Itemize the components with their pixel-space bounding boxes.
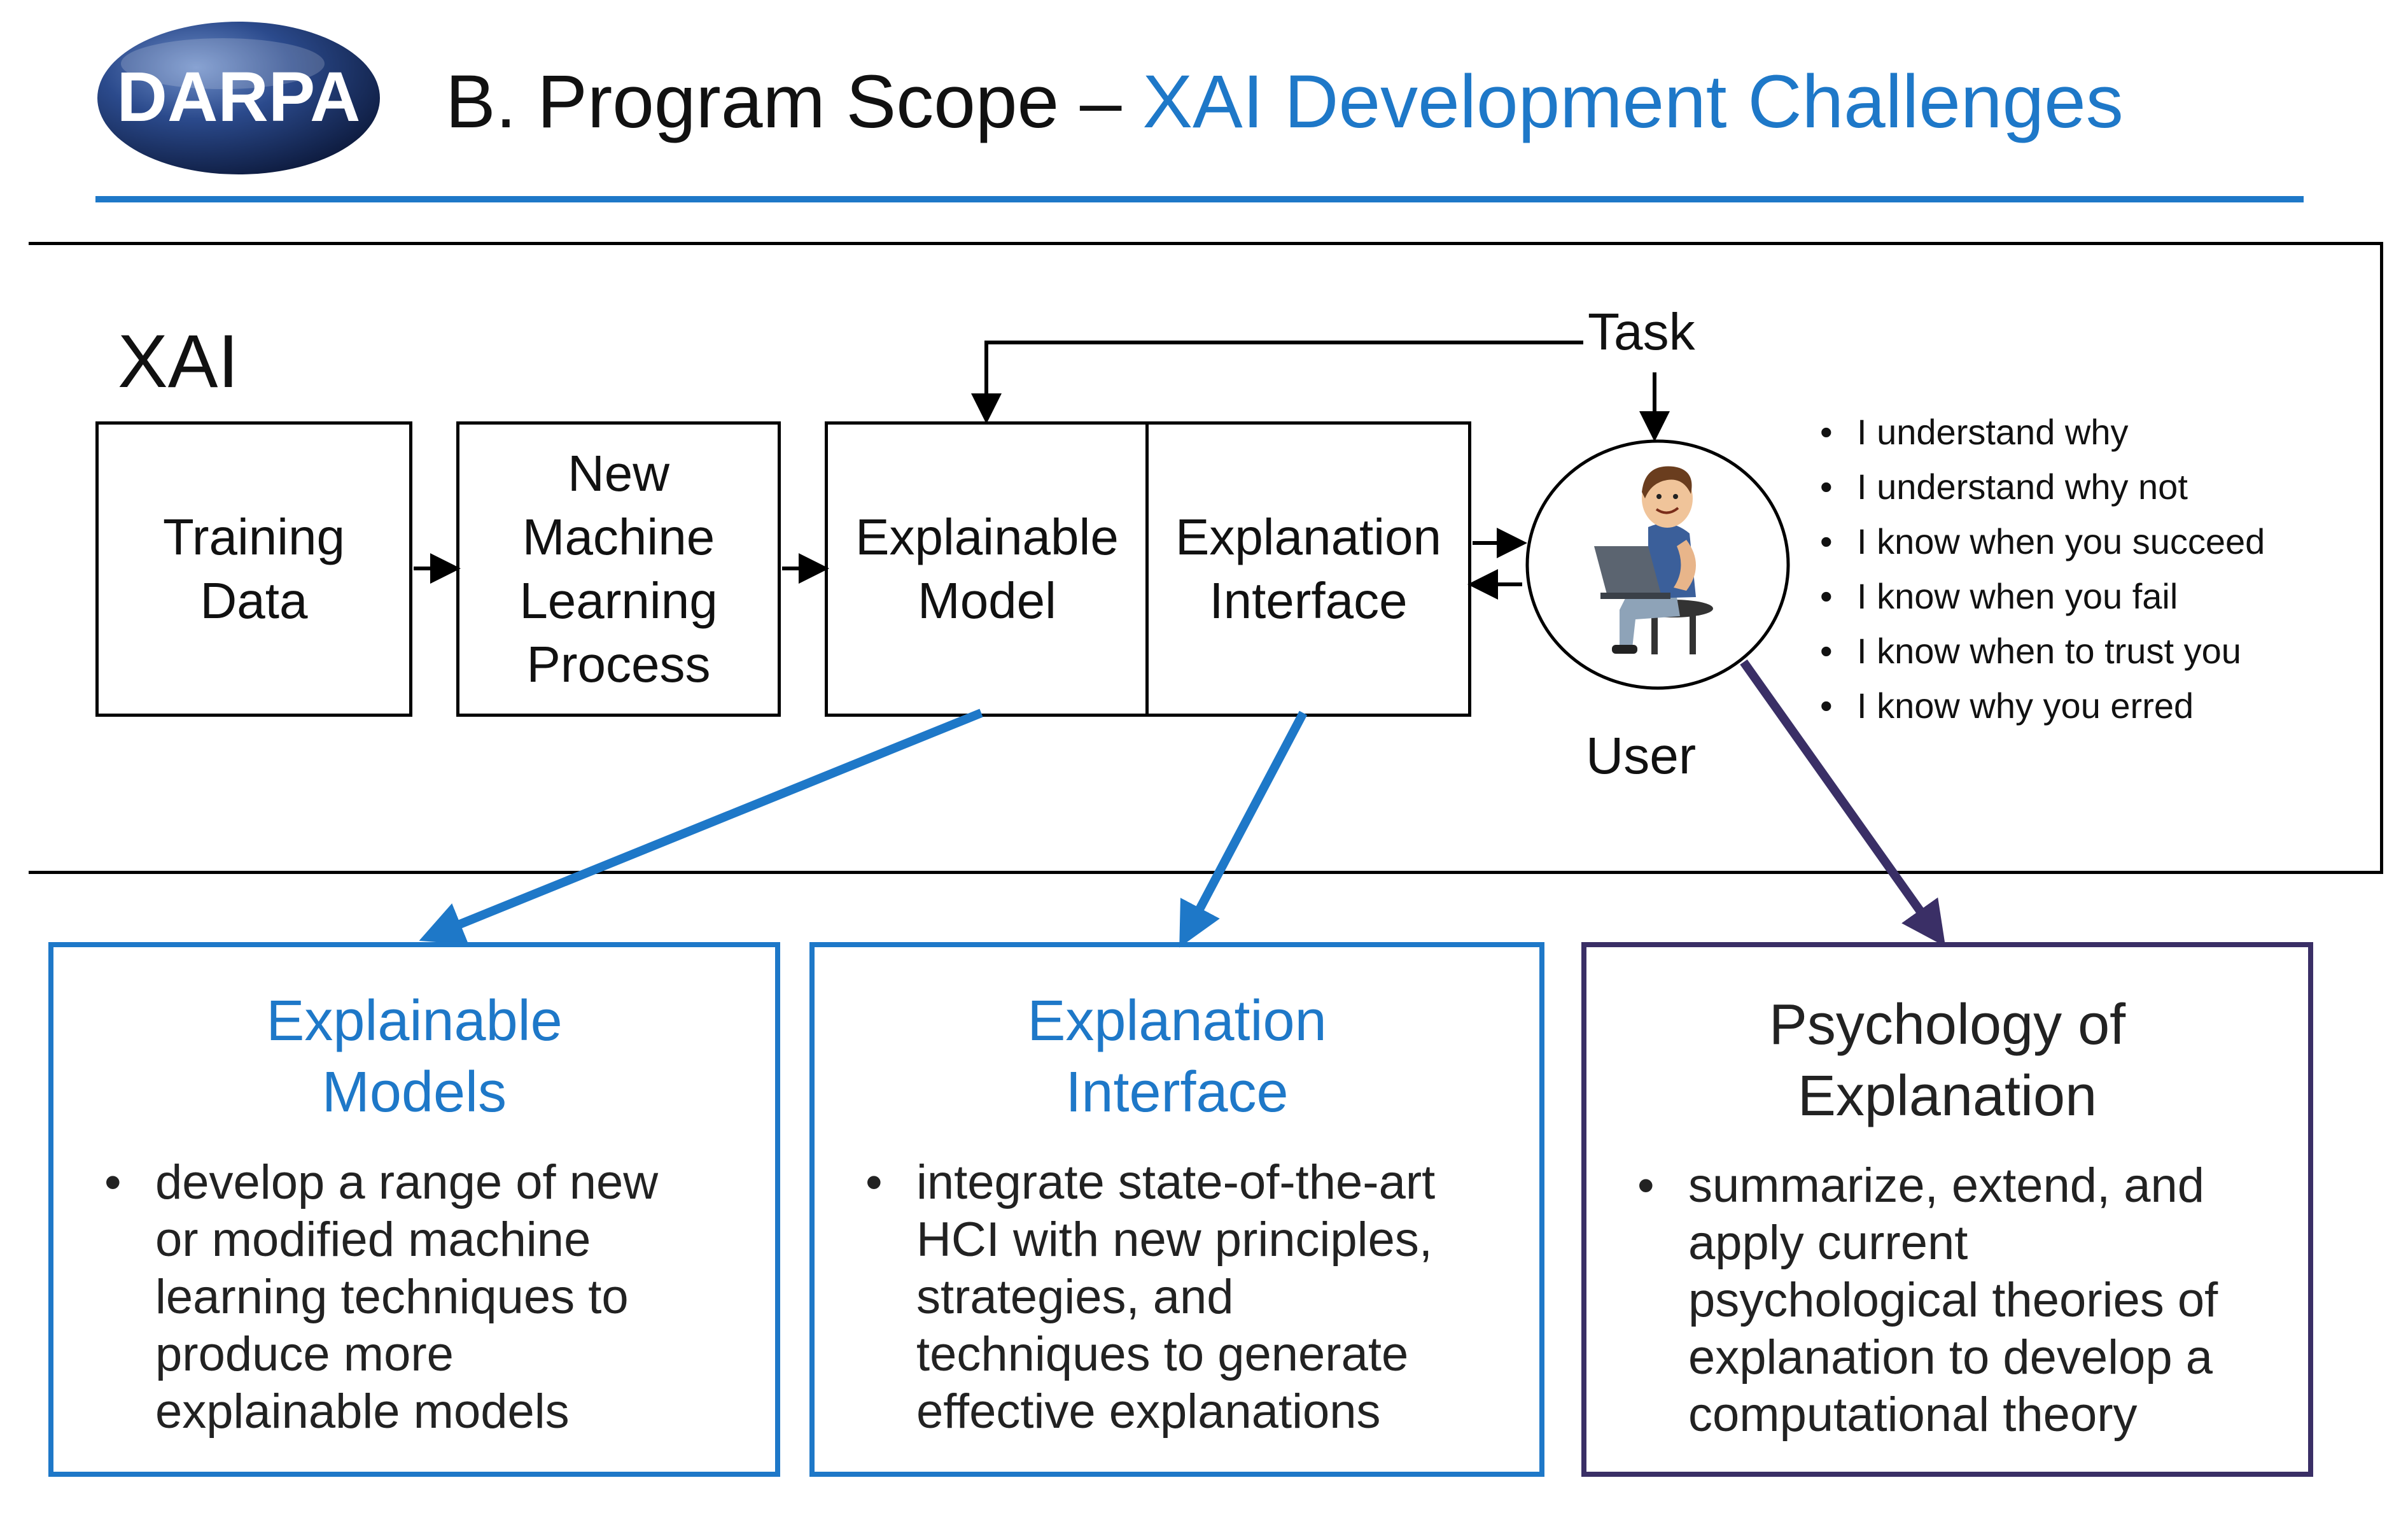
list-item: • I understand why not [1820, 460, 2265, 514]
frame-bottom-line [29, 871, 2383, 874]
explainable-model-label: Explainable Model [855, 509, 1119, 629]
bullet: • [1820, 631, 1833, 671]
bullet: • [1820, 467, 1833, 507]
challenge-box-psychology-of-explanation: Psychology of Explanation • summarize, e… [1581, 942, 2313, 1477]
challenge-text: develop a range of new or modified machi… [155, 1155, 659, 1439]
title-underline [95, 196, 2304, 202]
title-accent: XAI Development Challenges [1142, 60, 2124, 144]
user-label: User [1586, 727, 1697, 785]
training-data-box: Training Data [95, 421, 412, 717]
quote-text: I know when to trust you [1857, 631, 2241, 671]
challenge-box-explanation-interface: Explanation Interface • integrate state-… [809, 942, 1544, 1477]
bullet: • [1820, 686, 1833, 726]
challenge-title: Explanation Interface [1027, 989, 1327, 1124]
frame-right-line [2380, 242, 2383, 874]
training-data-label: Training Data [162, 509, 346, 629]
logo-text: DARPA [117, 58, 361, 136]
challenge-title: Explainable Models [266, 989, 563, 1124]
list-item: • I know why you erred [1820, 679, 2265, 733]
challenge-text: summarize, extend, and apply current psy… [1688, 1159, 2218, 1442]
bullet: • [1637, 1159, 1655, 1213]
bullet: • [865, 1155, 883, 1209]
bullet: • [1820, 412, 1833, 452]
challenge-box-explainable-models: Explainable Models • develop a range of … [48, 942, 780, 1477]
quote-text: I understand why not [1857, 467, 2188, 507]
bullet: • [104, 1155, 122, 1209]
challenge-title: Psychology of Explanation [1768, 993, 2126, 1128]
quote-text: I know when you fail [1857, 576, 2178, 616]
challenge-text: integrate state-of-the-art HCI with new … [916, 1155, 1436, 1439]
quote-text: I know when you succeed [1857, 521, 2265, 561]
frame-top-line [29, 242, 2383, 245]
explainable-model-box: Explainable Model [825, 421, 1149, 717]
arrow-task-to-model [971, 341, 1583, 424]
quote-text: I know why you erred [1857, 686, 2194, 726]
user-with-laptop-icon [1594, 466, 1713, 654]
user-circle [1525, 439, 1790, 690]
arrow-model-to-explainable-models [419, 708, 983, 945]
list-item: • I know when you fail [1820, 569, 2265, 624]
explanation-interface-box: Explanation Interface [1145, 421, 1471, 717]
task-label: Task [1588, 303, 1695, 361]
page-title: B. Program Scope – XAI Development Chall… [445, 45, 2124, 159]
list-item: • I understand why [1820, 405, 2265, 460]
list-item: • I know when you succeed [1820, 514, 2265, 569]
title-prefix: B. Program Scope – [445, 60, 1143, 144]
xai-label: XAI [118, 320, 239, 404]
new-ml-process-box: New Machine Learning Process [456, 421, 781, 717]
darpa-logo: DARPA [97, 22, 380, 174]
list-item: • I know when to trust you [1820, 624, 2265, 679]
new-ml-process-label: New Machine Learning Process [519, 445, 718, 693]
arrow-interface-to-explanation-interface [1179, 710, 1308, 948]
bullet: • [1820, 521, 1833, 561]
bullet: • [1820, 576, 1833, 616]
user-quotes-list: •I understand why •I understand why not … [1820, 405, 2265, 733]
quote-text: I understand why [1857, 412, 2129, 452]
explanation-interface-label: Explanation Interface [1175, 509, 1442, 629]
